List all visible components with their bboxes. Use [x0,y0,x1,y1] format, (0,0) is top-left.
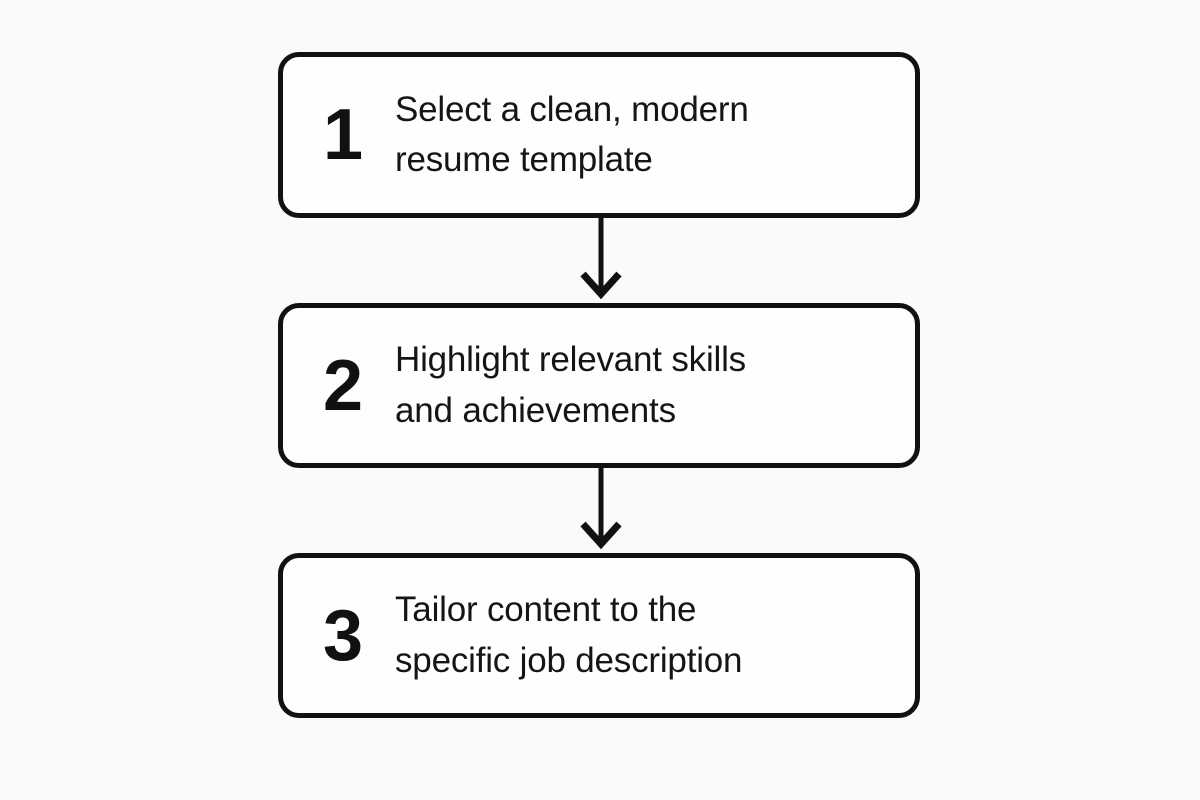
step-2-text-line-1: Highlight relevant skills [395,340,746,380]
step-3-text-line-1: Tailor content to the [395,590,697,630]
step-3-text: Tailor content to the specific job descr… [395,585,915,686]
step-2-text: Highlight relevant skills and achievemen… [395,335,915,436]
connector-step-1-to-2 [561,218,641,304]
step-3-number: 3 [323,595,363,676]
step-1-number: 1 [323,95,363,175]
flow-step-2: 2 Highlight relevant skills and achievem… [278,303,920,468]
step-1-text-line-1: Select a clean, modern [395,89,749,129]
step-1-text: Select a clean, modern resume template [395,85,915,186]
connector-step-2-to-3 [561,468,641,554]
flow-step-3: 3 Tailor content to the specific job des… [278,553,920,718]
step-3-text-line-2: specific job description [395,640,743,680]
step-1-text-line-2: resume template [395,140,653,179]
arrow-down-icon [580,218,622,300]
arrow-down-icon [580,468,622,550]
step-2-text-line-2: and achievements [395,390,676,430]
flow-step-1: 1 Select a clean, modern resume template [278,52,920,218]
step-2-number: 2 [323,345,363,426]
